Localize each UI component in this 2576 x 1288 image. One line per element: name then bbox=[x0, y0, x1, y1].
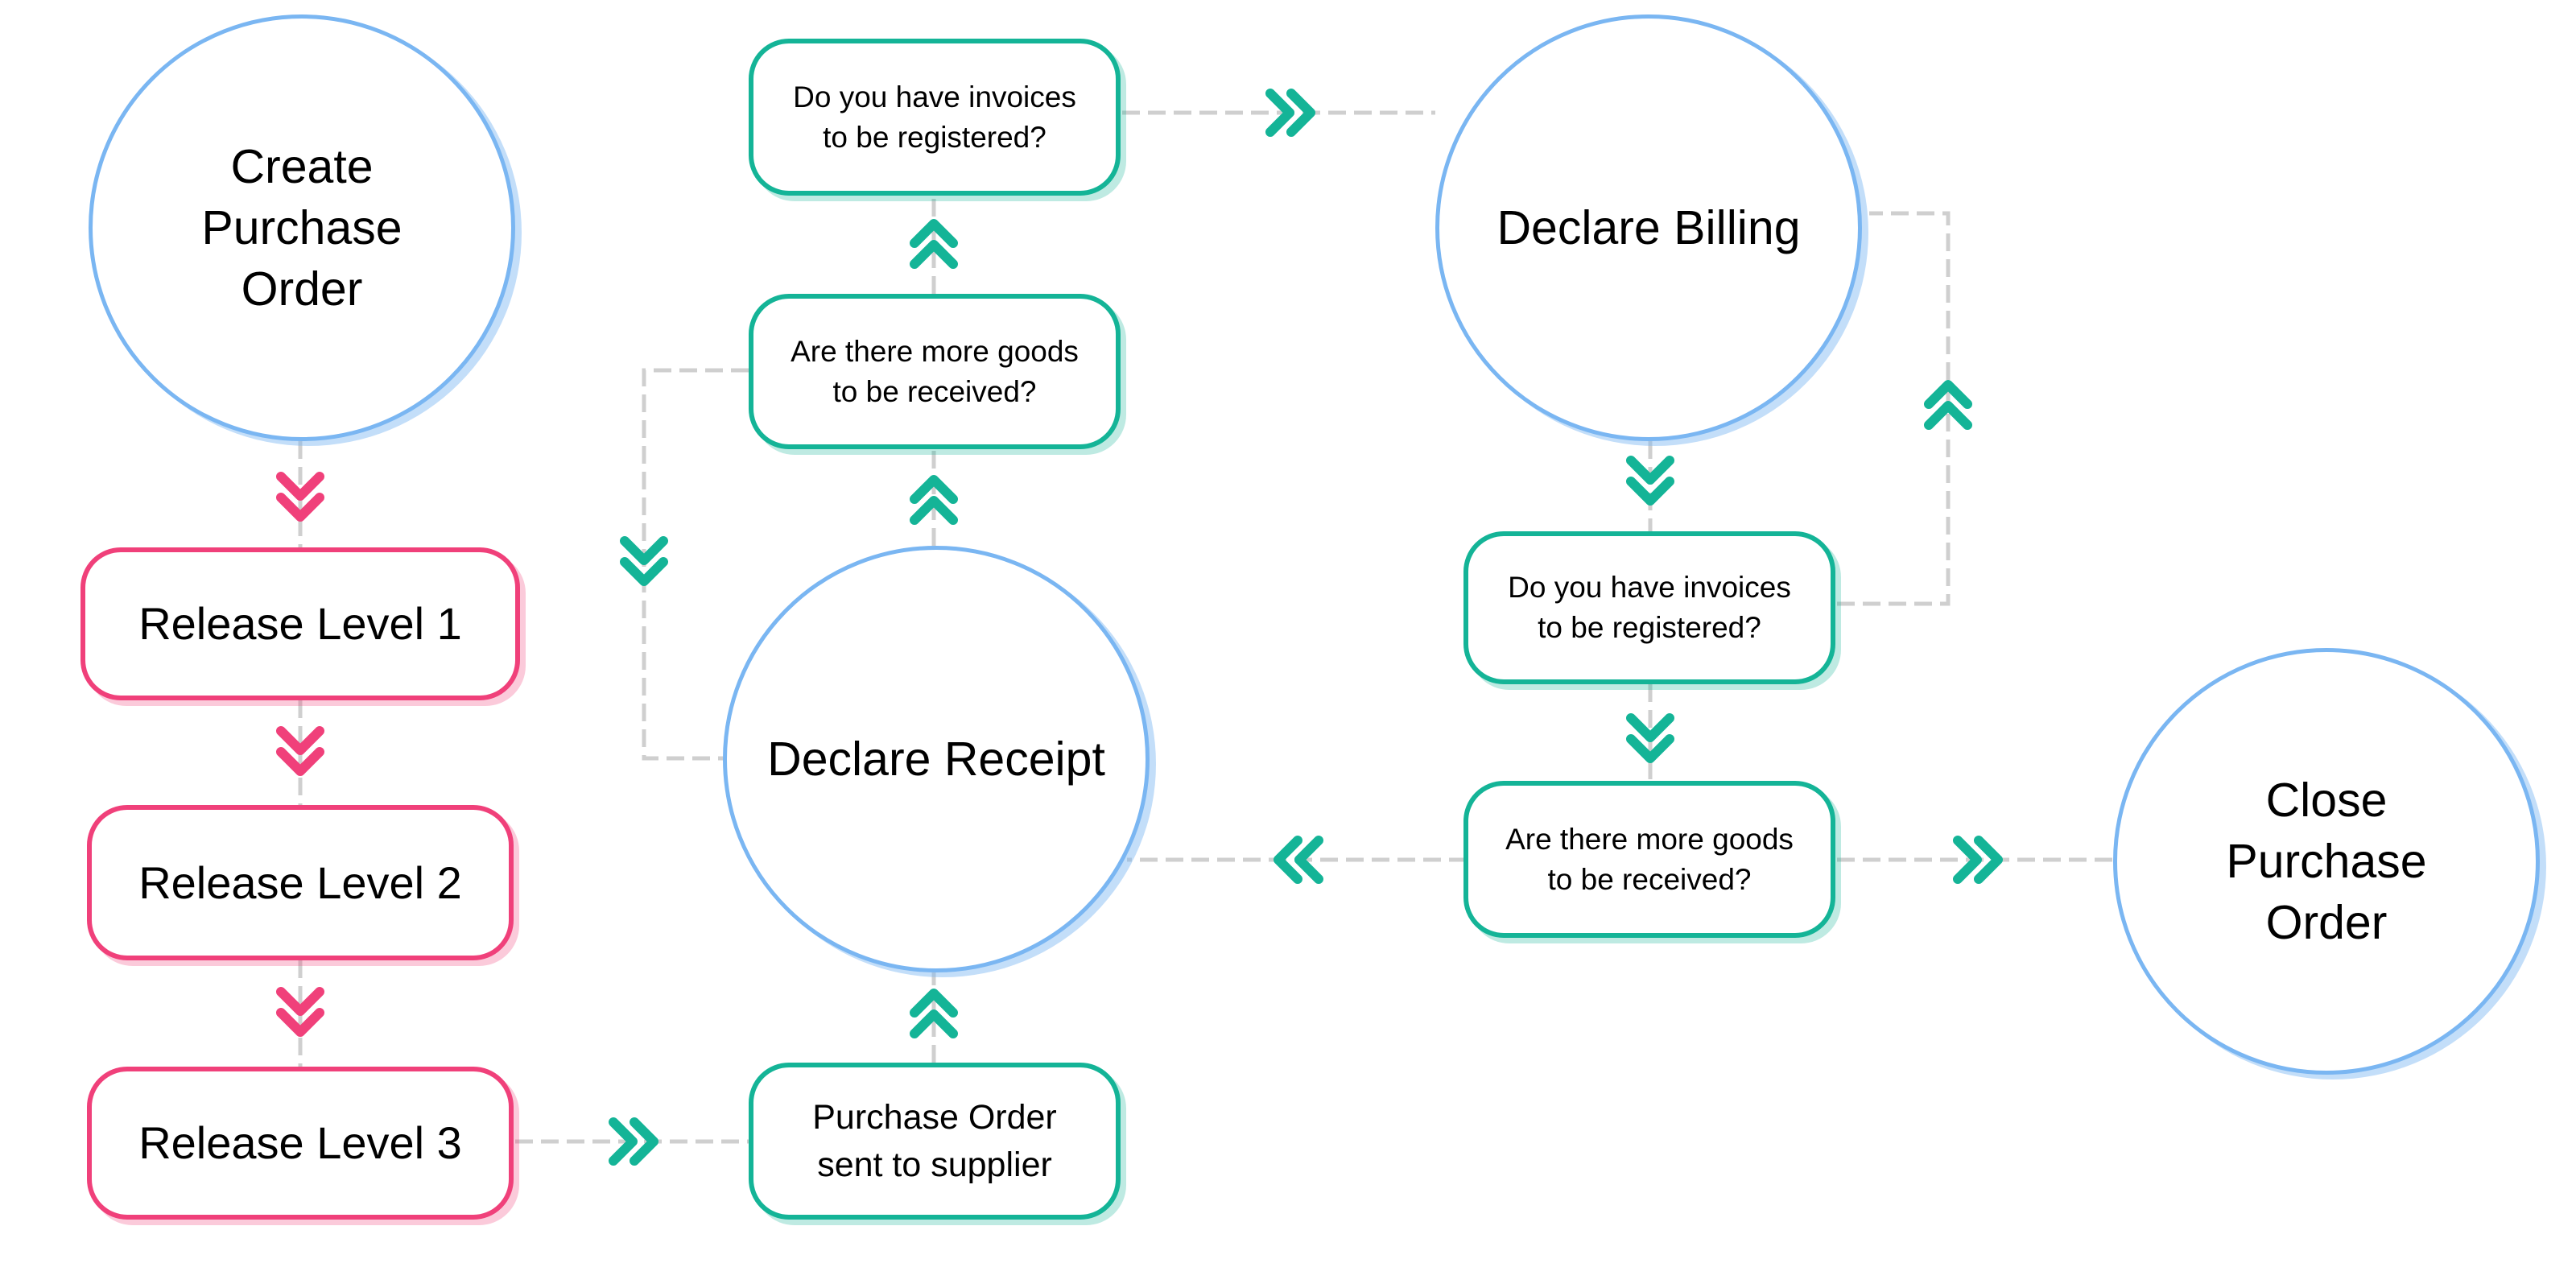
double-chevron-icon bbox=[276, 987, 324, 1037]
release-level-2-label: Release Level 2 bbox=[138, 857, 462, 908]
release-level-1-label: Release Level 1 bbox=[138, 598, 462, 649]
more-goods-left-label: Are there more goods to be received? bbox=[791, 334, 1079, 408]
double-chevron-icon bbox=[910, 989, 958, 1038]
po-sent-to-supplier-label: Purchase Order sent to supplier bbox=[812, 1097, 1057, 1184]
declare-billing-label: Declare Billing bbox=[1496, 201, 1801, 254]
double-chevron-icon bbox=[1924, 380, 1972, 430]
double-chevron-icon bbox=[910, 475, 958, 525]
double-chevron-icon bbox=[910, 219, 958, 269]
double-chevron-icon bbox=[1274, 836, 1323, 884]
release-level-3-label: Release Level 3 bbox=[138, 1117, 462, 1168]
double-chevron-icon bbox=[1953, 836, 2003, 884]
close-purchase-order-node: Close Purchase Order bbox=[2113, 648, 2540, 1075]
close-purchase-order-label: Close Purchase Order bbox=[2226, 774, 2427, 949]
declare-receipt-label: Declare Receipt bbox=[767, 733, 1105, 786]
double-chevron-icon bbox=[276, 726, 324, 776]
create-purchase-order-node: Create Purchase Order bbox=[89, 14, 515, 441]
connector-invoices-loop-to-billing bbox=[1837, 211, 1951, 606]
more-goods-decision-left: Are there more goods to be received? bbox=[749, 294, 1121, 449]
release-level-1-node: Release Level 1 bbox=[80, 547, 520, 700]
double-chevron-icon bbox=[609, 1117, 658, 1166]
more-goods-decision-right: Are there more goods to be received? bbox=[1463, 781, 1835, 938]
invoices-decision-right: Do you have invoices to be registered? bbox=[1463, 531, 1835, 684]
double-chevron-icon bbox=[620, 536, 668, 586]
release-level-2-node: Release Level 2 bbox=[87, 805, 514, 960]
double-chevron-icon bbox=[1626, 456, 1674, 506]
invoices-top-label: Do you have invoices to be registered? bbox=[793, 80, 1076, 154]
more-goods-right-label: Are there more goods to be received? bbox=[1505, 822, 1794, 896]
double-chevron-icon bbox=[276, 472, 324, 522]
invoices-decision-top: Do you have invoices to be registered? bbox=[749, 39, 1121, 196]
declare-billing-node: Declare Billing bbox=[1435, 14, 1862, 441]
double-chevron-icon bbox=[1626, 713, 1674, 763]
invoices-right-label: Do you have invoices to be registered? bbox=[1508, 571, 1791, 644]
declare-receipt-node: Declare Receipt bbox=[723, 546, 1150, 972]
release-level-3-node: Release Level 3 bbox=[87, 1067, 514, 1220]
po-sent-to-supplier-node: Purchase Order sent to supplier bbox=[749, 1063, 1121, 1220]
double-chevron-icon bbox=[1265, 89, 1315, 137]
create-purchase-order-label: Create Purchase Order bbox=[201, 140, 402, 316]
